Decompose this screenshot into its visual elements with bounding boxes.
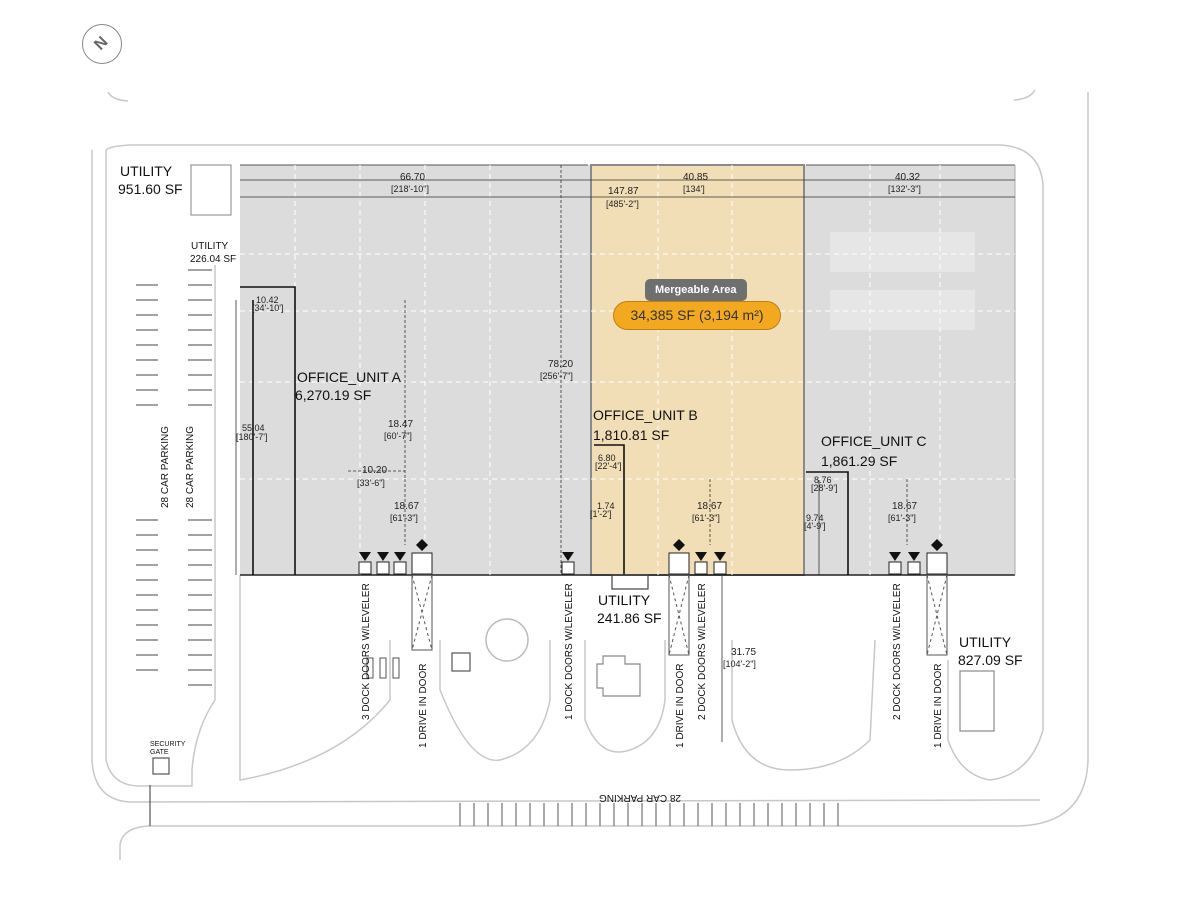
parking-stalls-south [459,803,839,826]
dim-a-1020: 10.20 [362,465,387,476]
parking-label-south: 28 CAR PARKING [599,792,681,803]
dim-top-b: 40.85 [683,172,708,183]
office-a-area: 6,270.19 SF [295,387,371,403]
utility-b-title: UTILITY [598,592,651,608]
dim-c-876-ft: [28'-9'] [811,483,837,493]
security-gate-line1: SECURITY [150,741,186,748]
dim-b-680-ft: [22'-4'] [595,461,621,471]
dim-a-1020-ft: [33'-6"] [357,478,385,488]
dim-c-974-ft: [4'-9'] [804,521,825,531]
parking-stalls-west [136,269,212,686]
parking-label-west-2: 28 CAR PARKING [185,426,196,508]
dim-top-c: 40.32 [895,172,920,183]
dim-b-174: 1.74 [597,501,615,511]
dim-b-1867-ft: [61'-3"] [692,513,720,523]
mergeable-area-pill[interactable]: 34,385 SF (3,194 m²) [613,301,781,330]
dim-top-a-ft: [218'-10"] [391,184,429,194]
utility-room-b [611,574,649,590]
security-gate-line2: GATE [150,749,169,756]
door-label-b-drive: 1 DRIVE IN DOOR [675,664,686,748]
office-outlines [240,286,849,575]
door-label-a-drive: 1 DRIVE IN DOOR [418,664,429,748]
utility-b-area: 241.86 SF [597,610,662,626]
dim-b-680: 6.80 [598,453,616,463]
door-label-c-dock: 2 DOCK DOORS W/LEVELER [892,583,903,720]
dim-office-a-height: 55.04 [242,423,265,433]
dim-top-a: 66.70 [400,172,425,183]
utility-nw-title: UTILITY [120,163,173,179]
dim-office-a-height-ft: [180'-7'] [236,432,267,442]
office-c-area: 1,861.29 SF [821,453,897,469]
mergeable-area-tag: Mergeable Area [645,279,747,301]
dim-office-a-width: 10.42 [256,295,279,305]
dim-overall: 147.87 [608,186,639,197]
utility-nw-area: 951.60 SF [118,181,183,197]
dim-height: 78.20 [548,359,573,370]
security-gate-booth [152,757,170,775]
dim-c-876: 8.76 [814,475,832,485]
transformer-pad [596,655,641,697]
door-markers [359,539,943,561]
dim-a-1847: 18.47 [388,419,413,430]
north-glyph: N [91,33,112,54]
office-c-title: OFFICE_UNIT C [821,433,927,449]
office-a-title: OFFICE_UNIT A [297,369,402,385]
utility-e-area: 827.09 SF [958,652,1023,668]
office-b-title: OFFICE_UNIT B [593,407,698,423]
dim-top-b-ft: [134'] [683,184,705,194]
door-label-b-dock: 2 DOCK DOORS W/LEVELER [697,583,708,720]
office-b-area: 1,810.81 SF [593,427,669,443]
utility-pad-e [959,670,995,732]
utility-mid-title: UTILITY [191,241,229,252]
drive-in-ramps [366,574,948,679]
dim-a-1867: 18.67 [394,501,419,512]
door-label-a-dock: 3 DOCK DOORS W/LEVELER [361,583,372,720]
dim-b-174-ft: [1'-2'] [590,509,611,519]
unit-b-mergeable-area[interactable] [590,164,805,576]
dim-a-1847-ft: [60'-7"] [384,431,412,441]
dim-overall-ft: [485'-2"] [606,199,639,209]
dim-top-c-ft: [132'-3"] [888,184,921,194]
parking-label-west-1: 28 CAR PARKING [160,426,171,508]
utility-pad-nw [190,164,232,216]
site-curbs [91,89,1089,860]
north-arrow-icon[interactable]: N [82,24,122,64]
dim-c-974: 9.74 [806,513,824,523]
dim-apron-ft: [104'-2"] [723,659,756,669]
tree-circle [485,618,529,662]
dim-office-a-width-ft: [34'-10'] [252,303,283,313]
utility-mid-area: 226.04 SF [190,254,236,265]
dock-door-boxes [358,552,948,575]
site-equipment [451,652,471,672]
utility-e-title: UTILITY [959,634,1012,650]
dimension-lines [235,165,1015,742]
door-label-mid-dock: 1 DOCK DOORS W/LEVELER [564,583,575,720]
door-label-c-drive: 1 DRIVE IN DOOR [933,664,944,748]
unit-c-faded-bay [830,232,975,272]
dim-c-1867-ft: [61'-3"] [888,513,916,523]
dim-a-1867-ft: [61'-3"] [390,513,418,523]
dim-c-1867: 18.67 [892,501,917,512]
dim-apron: 31.75 [731,647,756,658]
dim-b-1867: 18.67 [697,501,722,512]
unit-c-faded-bay-2 [830,290,975,330]
dim-height-ft: [256'-7"] [540,371,573,381]
